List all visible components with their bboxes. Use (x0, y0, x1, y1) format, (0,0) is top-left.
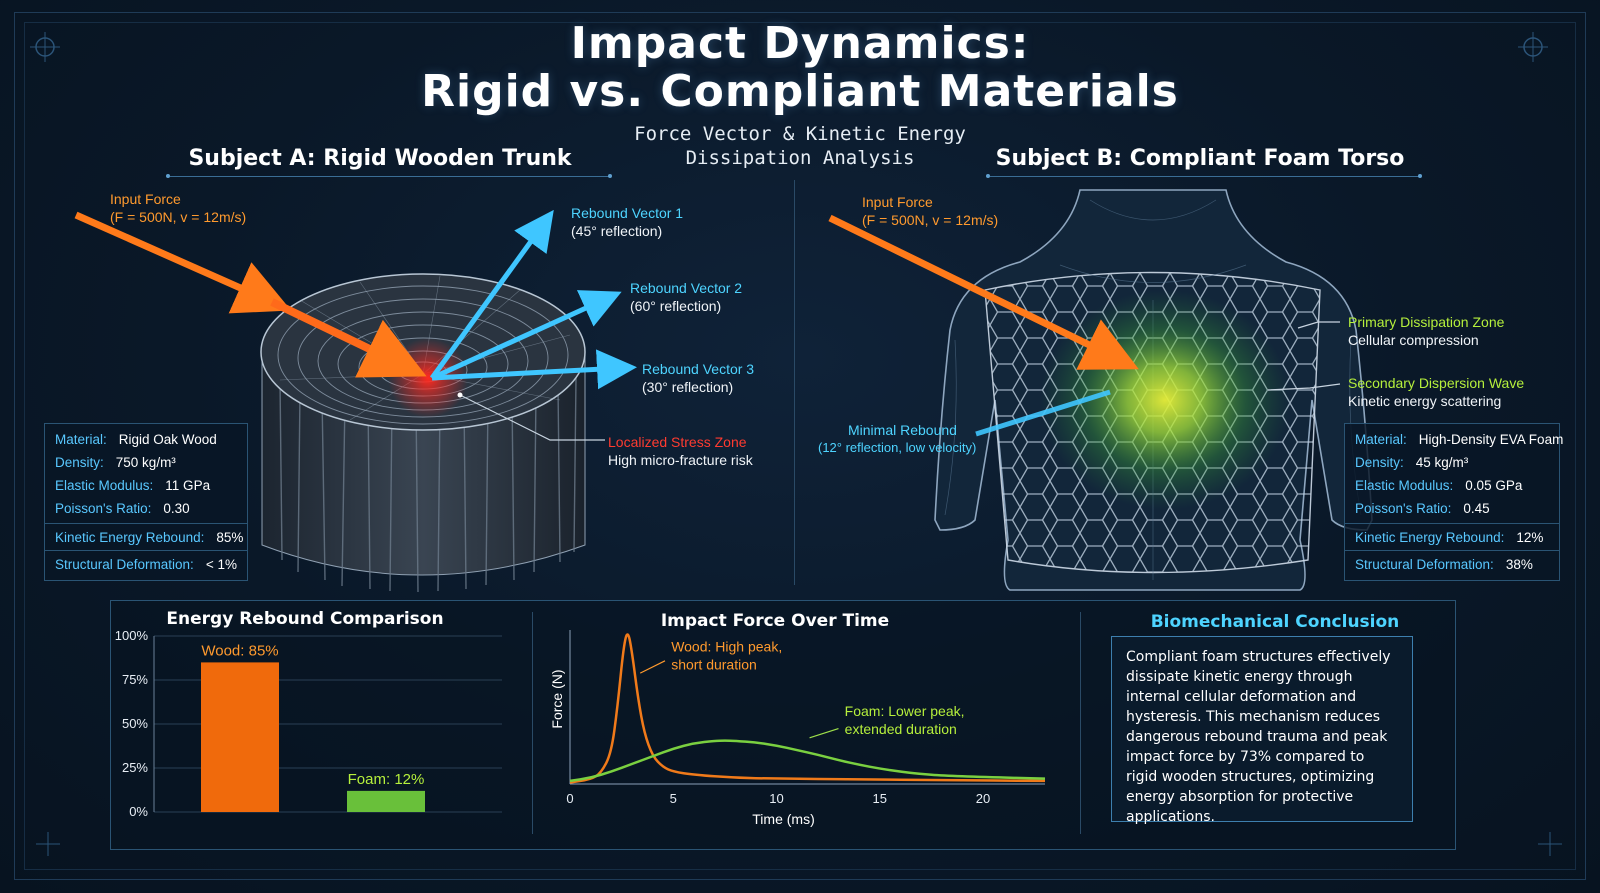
line-chart-title: Impact Force Over Time (660, 611, 890, 631)
wood-series-label: short duration (671, 657, 757, 673)
page-title-line1: Impact Dynamics: (570, 18, 1030, 69)
line-x-tick-label: 5 (670, 791, 677, 806)
analysis-divider-2 (1080, 612, 1081, 834)
secondary-wave-desc: Kinetic energy scattering (1348, 393, 1502, 409)
wood-series-label: Wood: High peak, (671, 639, 782, 655)
subject-a-underline-dot (166, 174, 170, 178)
subject-a-properties-panel: Material:Rigid Oak Wood Density:750 kg/m… (44, 423, 248, 581)
property-row: Density:45 kg/m³ (1355, 455, 1469, 470)
conclusion-title: Biomechanical Conclusion (1150, 612, 1400, 632)
property-row: Elastic Modulus:11 GPa (55, 478, 211, 493)
energy-rebound-bar-chart: 0% 25% 50% 75% 100% Wood: 85% Foam: 12% (115, 628, 502, 819)
bar-y-tick-label: 100% (115, 628, 149, 643)
rebound-vector-3-arrow (431, 349, 637, 390)
input-force-arrow-b (828, 214, 1139, 370)
rebound-vector-1-label: Rebound Vector 1 (571, 205, 684, 221)
stress-zone-desc: High micro-fracture risk (608, 452, 753, 468)
minimal-rebound-arrow (975, 389, 1111, 437)
conclusion-text: Compliant foam structures effectively di… (1111, 636, 1413, 825)
rebound-vector-2-arrow (430, 290, 622, 381)
foam-torso-illustration (934, 189, 1373, 591)
property-row: Poisson's Ratio:0.45 (1355, 501, 1490, 516)
input-force-b-label: Input Force (862, 194, 933, 210)
rebound-vector-1-arrow (429, 209, 554, 380)
property-row: Material:Rigid Oak Wood (55, 432, 217, 447)
corner-crosshair-right-icon (1518, 32, 1548, 62)
subject-a-title: Subject A: Rigid Wooden Trunk (188, 146, 572, 171)
secondary-wave-leader (1267, 383, 1341, 391)
corner-plus-bottom-right-icon (1538, 832, 1562, 856)
subject-a-underline (170, 176, 610, 177)
illustration-canvas (74, 189, 1373, 593)
page-subtitle-line2: Dissipation Analysis (685, 147, 915, 169)
property-row: Material:High-Density EVA Foam (1355, 432, 1564, 447)
secondary-wave-label: Secondary Dispersion Wave (1348, 375, 1525, 391)
bar-wood (201, 662, 279, 812)
subject-b-underline-dot (986, 174, 990, 178)
line-y-axis-label: Force (N) (549, 669, 565, 728)
property-row: Density:750 kg/m³ (55, 455, 176, 470)
input-force-arrow-a (74, 211, 292, 314)
line-series-wood (569, 633, 1046, 784)
minimal-rebound-label: Minimal Rebound (848, 422, 957, 438)
input-force-a-label: Input Force (110, 191, 181, 207)
line-x-tick-label: 20 (976, 791, 990, 806)
subject-b-title: Subject B: Compliant Foam Torso (995, 146, 1405, 171)
metric-row: Structural Deformation:< 1% (55, 556, 237, 572)
rebound-vector-2-angle: (60° reflection) (630, 298, 722, 314)
stress-zone-leader (459, 394, 605, 441)
bar-data-label: Wood: 85% (201, 642, 278, 659)
bar-y-tick-label: 75% (122, 672, 148, 687)
minimal-rebound-desc: (12° reflection, low velocity) (818, 440, 977, 455)
bar-foam (347, 790, 425, 812)
foam-annotation-leader (809, 727, 839, 739)
inner-frame (24, 22, 1576, 870)
subject-b-properties-panel: Material:High-Density EVA Foam Density:4… (1344, 423, 1564, 581)
corner-plus-bottom-left-icon (36, 832, 60, 856)
rebound-vector-3-angle: (30° reflection) (642, 379, 734, 395)
rebound-vector-2-label: Rebound Vector 2 (630, 280, 743, 296)
line-x-tick-label: 0 (566, 791, 573, 806)
analysis-divider-1 (532, 612, 533, 834)
foam-series-label: extended duration (845, 721, 957, 737)
input-force-b-values: (F = 500N, v = 12m/s) (862, 212, 999, 228)
metric-row: Kinetic Energy Rebound:12% (1355, 529, 1544, 545)
subject-b-underline-dot (1418, 174, 1422, 178)
primary-zone-label: Primary Dissipation Zone (1348, 314, 1505, 330)
input-force-arrow-a-inner (270, 298, 427, 378)
corner-crosshair-left-icon (30, 32, 60, 62)
metric-row: Kinetic Energy Rebound:85% (55, 529, 244, 545)
bar-y-tick-label: 25% (122, 760, 148, 775)
input-force-a-values: (F = 500N, v = 12m/s) (110, 209, 247, 225)
bar-y-tick-label: 50% (122, 716, 148, 731)
line-x-axis-label: Time (ms) (752, 811, 814, 827)
stress-zone-label: Localized Stress Zone (608, 434, 747, 450)
subject-b-underline (990, 176, 1420, 177)
rebound-vector-1-angle: (45° reflection) (571, 223, 663, 239)
line-series-foam (569, 739, 1046, 783)
outer-frame (14, 12, 1586, 880)
foam-series-label: Foam: Lower peak, (845, 703, 965, 719)
wood-annotation-leader (639, 660, 666, 674)
property-row: Elastic Modulus:0.05 GPa (1355, 478, 1523, 493)
page-title-line2: Rigid vs. Compliant Materials (421, 66, 1179, 117)
center-divider (794, 180, 795, 585)
primary-zone-leader (1297, 321, 1340, 329)
rebound-vector-3-label: Rebound Vector 3 (642, 361, 755, 377)
bar-data-label: Foam: 12% (348, 771, 425, 788)
bar-y-tick-label: 0% (129, 804, 148, 819)
page-subtitle-line1: Force Vector & Kinetic Energy (634, 123, 966, 145)
subject-a-underline-dot (608, 174, 612, 178)
bar-chart-title: Energy Rebound Comparison (166, 609, 444, 629)
metric-row: Structural Deformation:38% (1355, 556, 1533, 572)
property-row: Poisson's Ratio:0.30 (55, 501, 190, 516)
primary-zone-desc: Cellular compression (1348, 332, 1479, 348)
line-x-tick-label: 10 (769, 791, 783, 806)
line-x-tick-label: 15 (873, 791, 887, 806)
